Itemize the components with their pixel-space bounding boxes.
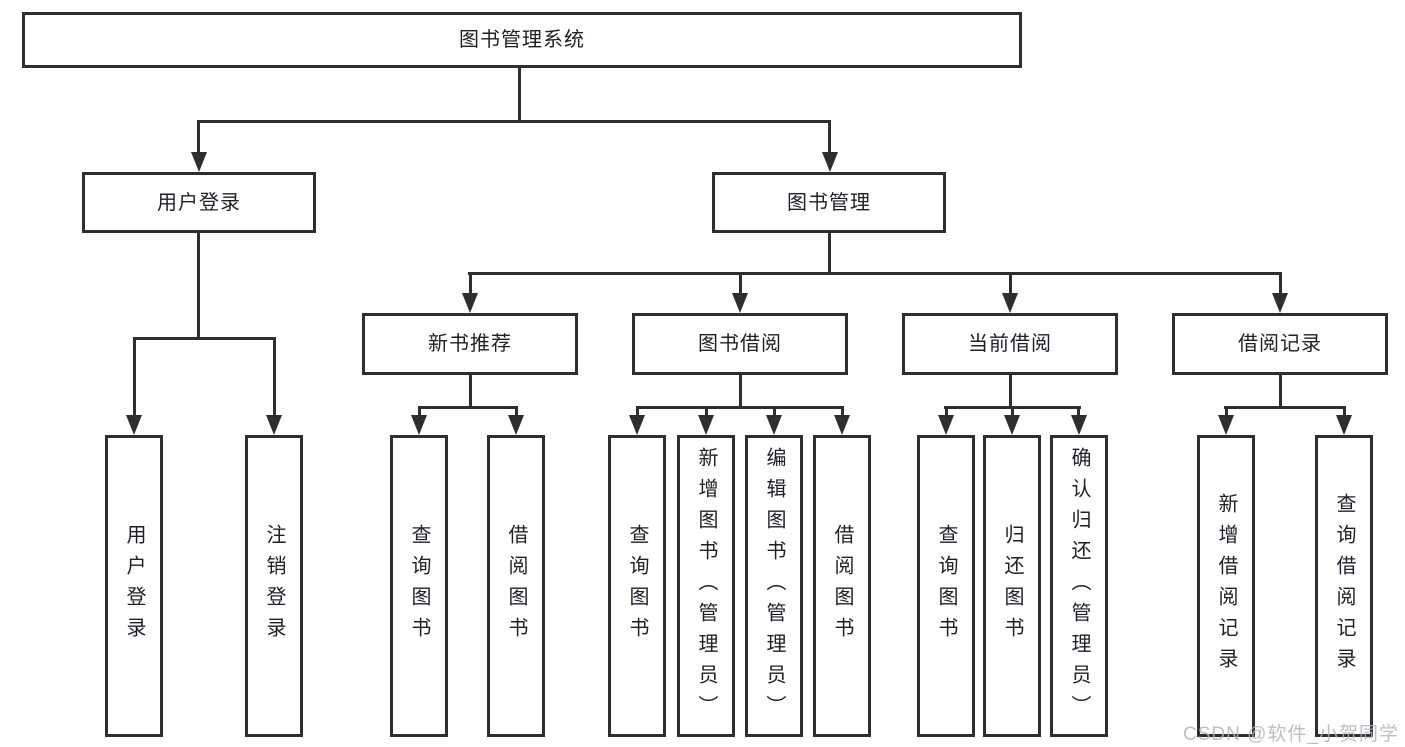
- connector-drop: [773, 406, 776, 417]
- leaf-query-books-borrowing: 查询图书: [608, 435, 666, 737]
- leaf-query-books-current: 查询图书: [917, 435, 975, 737]
- arrow-down-icon: [1218, 415, 1234, 435]
- connector-drop-leaf-user-login: [133, 337, 136, 417]
- arrow-down-icon: [938, 415, 954, 435]
- csdn-watermark: CSDN @软件_小贺同学: [1183, 724, 1399, 745]
- connector-drop-borrowing-records: [1279, 272, 1282, 295]
- connector-current-borrowing-stem: [1009, 373, 1012, 406]
- connector-borrowing-records-stem: [1279, 373, 1282, 406]
- leaf-borrow-books-recommend: 借阅图书: [487, 435, 545, 737]
- arrow-down-icon: [834, 415, 850, 435]
- connector-drop-book-borrowing: [739, 272, 742, 295]
- arrow-down-icon: [508, 415, 524, 435]
- node-borrowing-records: 借阅记录: [1172, 313, 1388, 375]
- arrow-down-icon: [698, 415, 714, 435]
- node-book-borrowing: 图书借阅: [632, 313, 848, 375]
- leaf-confirm-return-admin: 确认归还（管理员）: [1050, 435, 1108, 737]
- arrow-down-icon: [766, 415, 782, 435]
- connector-root-stem: [518, 66, 521, 120]
- connector-root-rail: [197, 120, 831, 123]
- node-library-management-system: 图书管理系统: [22, 12, 1022, 68]
- connector-new-book-rail: [418, 406, 518, 409]
- connector-drop-current-borrowing: [1009, 272, 1012, 295]
- arrow-down-icon: [126, 415, 142, 435]
- connector-drop: [636, 406, 639, 417]
- arrow-down-icon: [266, 415, 282, 435]
- arrow-down-icon: [732, 293, 748, 313]
- connector-drop: [1225, 406, 1228, 417]
- leaf-edit-book-admin: 编辑图书（管理员）: [745, 435, 803, 737]
- node-new-book-recommendation: 新书推荐: [362, 313, 578, 375]
- connector-book-management-stem: [828, 231, 831, 272]
- leaf-logout: 注销登录: [245, 435, 303, 737]
- connector-drop-user-login: [197, 120, 200, 154]
- connector-book-borrowing-rail: [636, 406, 844, 409]
- arrow-down-icon: [1071, 415, 1087, 435]
- arrow-down-icon: [191, 152, 207, 172]
- leaf-add-borrow-record: 新增借阅记录: [1197, 435, 1255, 737]
- leaf-query-books-recommend: 查询图书: [390, 435, 448, 737]
- connector-level3-rail: [468, 272, 1282, 275]
- connector-drop: [841, 406, 844, 417]
- connector-drop: [705, 406, 708, 417]
- node-current-borrowing: 当前借阅: [902, 313, 1118, 375]
- leaf-user-login: 用户登录: [105, 435, 163, 737]
- arrow-down-icon: [1002, 293, 1018, 313]
- arrow-down-icon: [1004, 415, 1020, 435]
- connector-drop: [1343, 406, 1346, 417]
- connector-drop: [1011, 406, 1014, 417]
- connector-borrowing-records-rail: [1224, 406, 1345, 409]
- connector-drop-new-book: [469, 272, 472, 295]
- connector-drop: [418, 406, 421, 417]
- node-user-login-branch: 用户登录: [82, 172, 316, 233]
- leaf-add-book-admin: 新增图书（管理员）: [677, 435, 735, 737]
- connector-drop: [1077, 406, 1080, 417]
- connector-drop-leaf-logout: [273, 337, 276, 417]
- leaf-return-book: 归还图书: [983, 435, 1041, 737]
- connector-user-login-stem: [197, 231, 200, 337]
- leaf-borrow-books-borrowing: 借阅图书: [813, 435, 871, 737]
- arrow-down-icon: [462, 293, 478, 313]
- arrow-down-icon: [629, 415, 645, 435]
- arrow-down-icon: [411, 415, 427, 435]
- node-book-management-branch: 图书管理: [712, 172, 946, 233]
- leaf-query-borrow-record: 查询借阅记录: [1315, 435, 1373, 737]
- arrow-down-icon: [1272, 293, 1288, 313]
- arrow-down-icon: [822, 152, 838, 172]
- connector-user-login-rail: [133, 337, 275, 340]
- connector-drop: [945, 406, 948, 417]
- connector-drop: [515, 406, 518, 417]
- connector-drop-book-management: [828, 120, 831, 154]
- connector-new-book-stem: [469, 373, 472, 406]
- connector-book-borrowing-stem: [739, 373, 742, 406]
- arrow-down-icon: [1336, 415, 1352, 435]
